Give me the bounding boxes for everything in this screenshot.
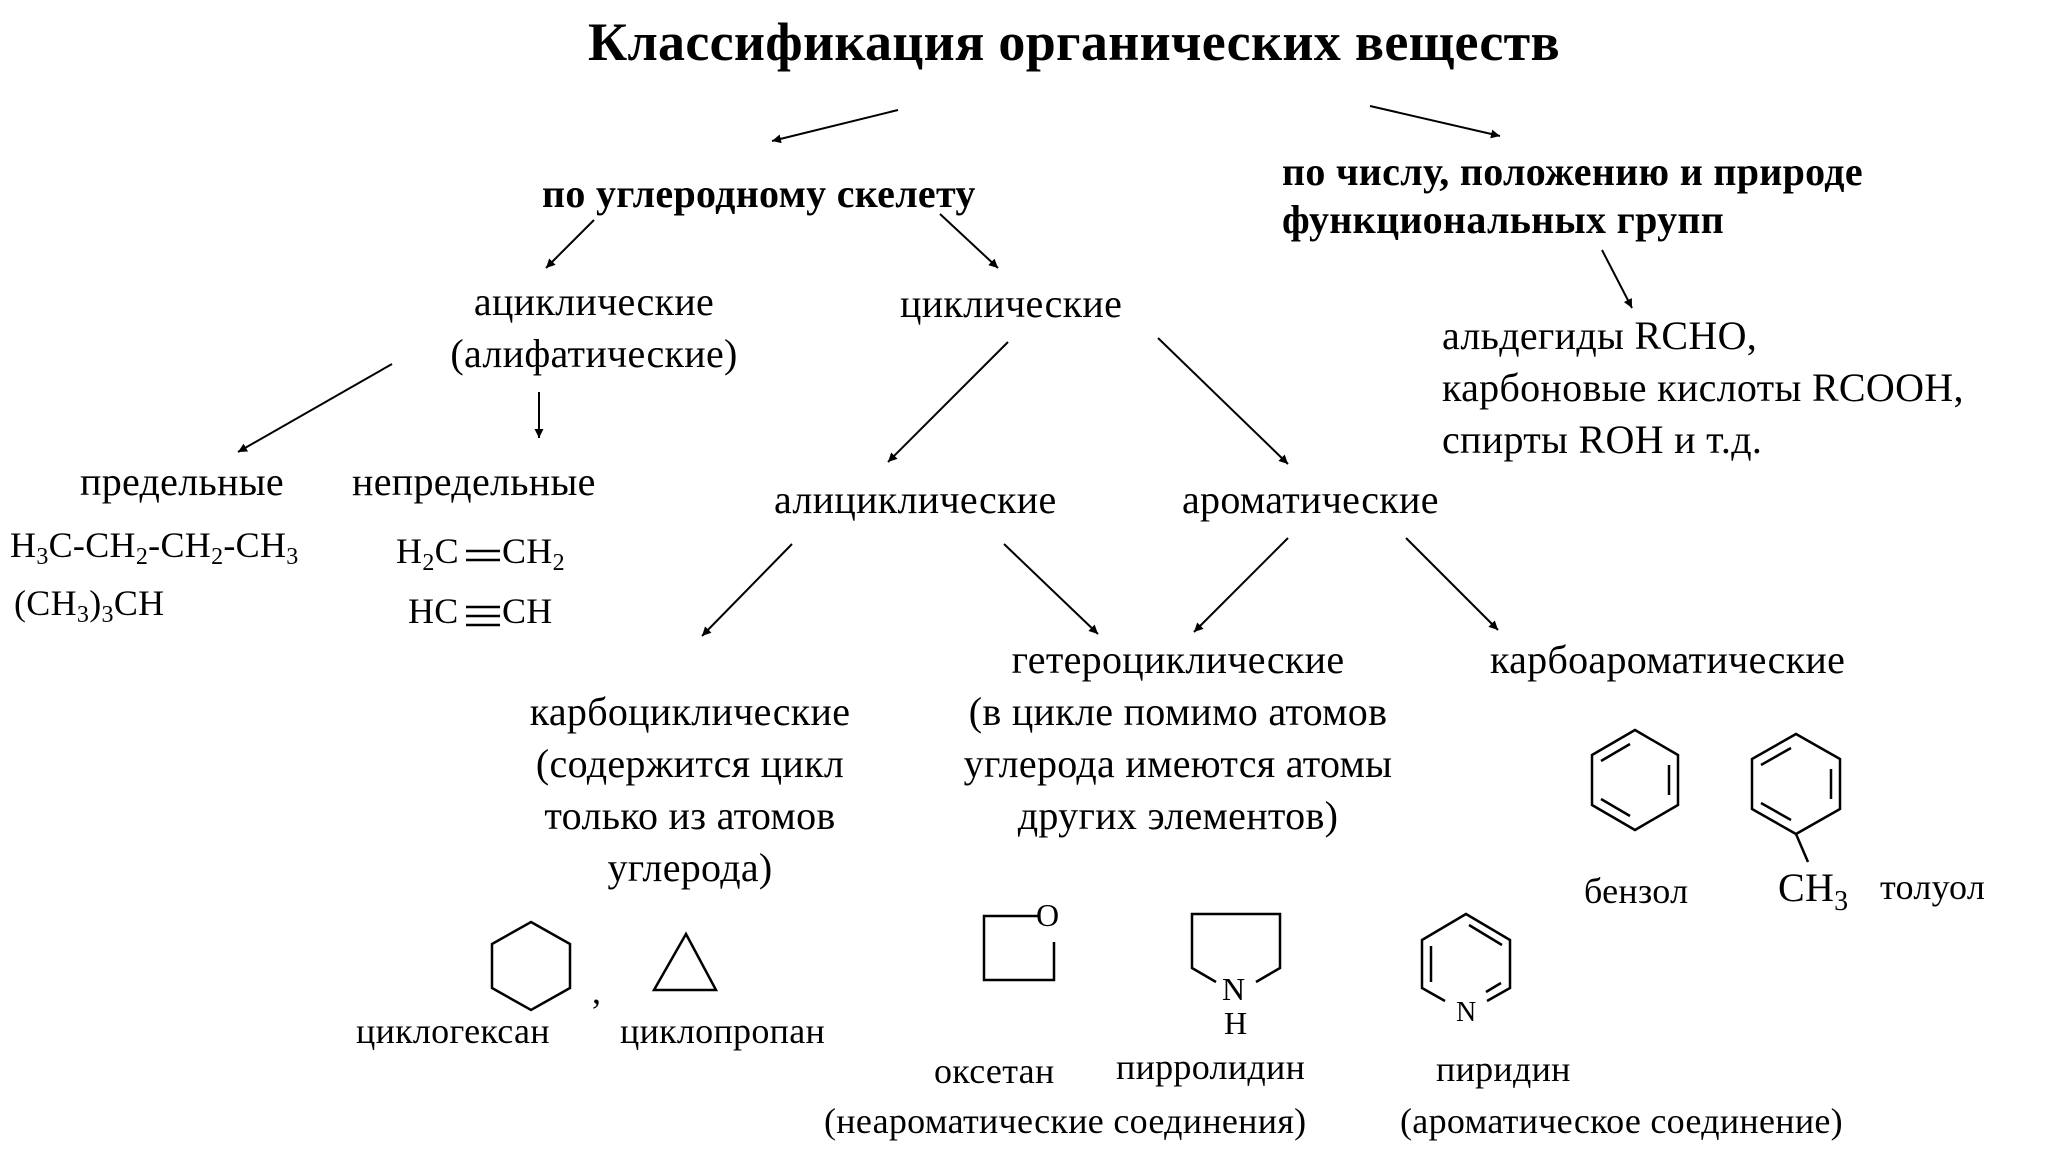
pyrrolidine-nitrogen-atom: N xyxy=(1222,971,1246,1007)
category-acyclic: ациклические (алифатические) xyxy=(450,279,738,376)
arrow-alicyclic-to-heterocyclic xyxy=(1003,543,1099,635)
functional-group-examples: альдегиды RCHO, карбоновые кислоты RCOOH… xyxy=(1442,313,1964,462)
cyclohexane-structure xyxy=(490,920,572,1012)
arrow-skeleton-to-cyclic xyxy=(939,213,999,269)
label-pyridine: пиридин xyxy=(1436,1049,1571,1089)
formula-ethylene-right: CH2 xyxy=(502,531,565,576)
arrow-aromatic-to-heterocyclic xyxy=(1193,537,1289,633)
arrow-acyclic-to-saturated xyxy=(237,363,393,453)
formula-acetylene-right: CH xyxy=(502,591,553,631)
label-pyrrolidine: пирролидин xyxy=(1116,1047,1306,1087)
pyrrolidine-hydrogen-atom: H xyxy=(1224,1005,1248,1041)
toluene-structure xyxy=(1750,732,1842,863)
note-nonaromatic: (неароматические соединения) xyxy=(824,1101,1307,1141)
arrow-title-to-skeleton xyxy=(771,109,899,144)
pyridine-structure xyxy=(1420,912,1512,1003)
arrow-title-to-functional xyxy=(1369,105,1501,139)
category-alicyclic: алициклические xyxy=(774,477,1057,522)
label-benzene: бензол xyxy=(1584,871,1689,911)
label-toluene: толуол xyxy=(1880,867,1986,907)
category-carbocyclic: карбоциклические (содержится цикл только… xyxy=(529,689,851,890)
label-cyclopropane: циклопропан xyxy=(620,1011,826,1051)
category-cyclic: циклические xyxy=(900,281,1123,326)
arrow-functional-to-examples xyxy=(1601,249,1633,309)
cyclopropane-structure xyxy=(651,931,719,992)
category-unsaturated: непредельные xyxy=(352,459,596,504)
category-aromatic: ароматические xyxy=(1182,477,1439,522)
category-saturated: предельные xyxy=(80,459,284,504)
branch-functional-groups: по числу, положению и природе функционал… xyxy=(1282,149,1863,242)
formula-ethylene-left: H2C xyxy=(396,531,459,576)
compound-separator: , xyxy=(592,971,602,1011)
oxetane-oxygen-atom: O xyxy=(1036,897,1060,933)
formula-isobutane: (CH3)3CH xyxy=(14,583,165,628)
category-carboaromatic: карбоароматические xyxy=(1490,637,1846,682)
pyridine-nitrogen-atom: N xyxy=(1456,997,1477,1028)
label-cyclohexane: циклогексан xyxy=(356,1011,550,1051)
arrow-alicyclic-to-carbocyclic xyxy=(701,543,793,637)
toluene-methyl-group: CH3 xyxy=(1778,865,1849,917)
benzene-structure xyxy=(1590,728,1680,832)
formula-acetylene-left: HC xyxy=(408,591,459,631)
arrow-cyclic-to-alicyclic xyxy=(887,341,1009,463)
arrow-cyclic-to-aromatic xyxy=(1157,337,1289,465)
oxetane-structure xyxy=(982,914,1056,982)
category-heterocyclic: гетероциклические (в цикле помимо атомов… xyxy=(963,637,1393,838)
pyrrolidine-structure xyxy=(1190,912,1282,984)
label-oxetane: оксетан xyxy=(934,1051,1055,1091)
formula-butane: H3C-CH2-CH2-CH3 xyxy=(10,525,299,570)
page-title: Классификация органических веществ xyxy=(588,12,1560,72)
note-aromatic-compound: (ароматическое соединение) xyxy=(1400,1101,1843,1141)
branch-carbon-skeleton: по углеродному скелету xyxy=(542,171,976,216)
arrow-skeleton-to-acyclic xyxy=(545,219,595,269)
arrow-aromatic-to-carboaromatic xyxy=(1405,537,1499,631)
